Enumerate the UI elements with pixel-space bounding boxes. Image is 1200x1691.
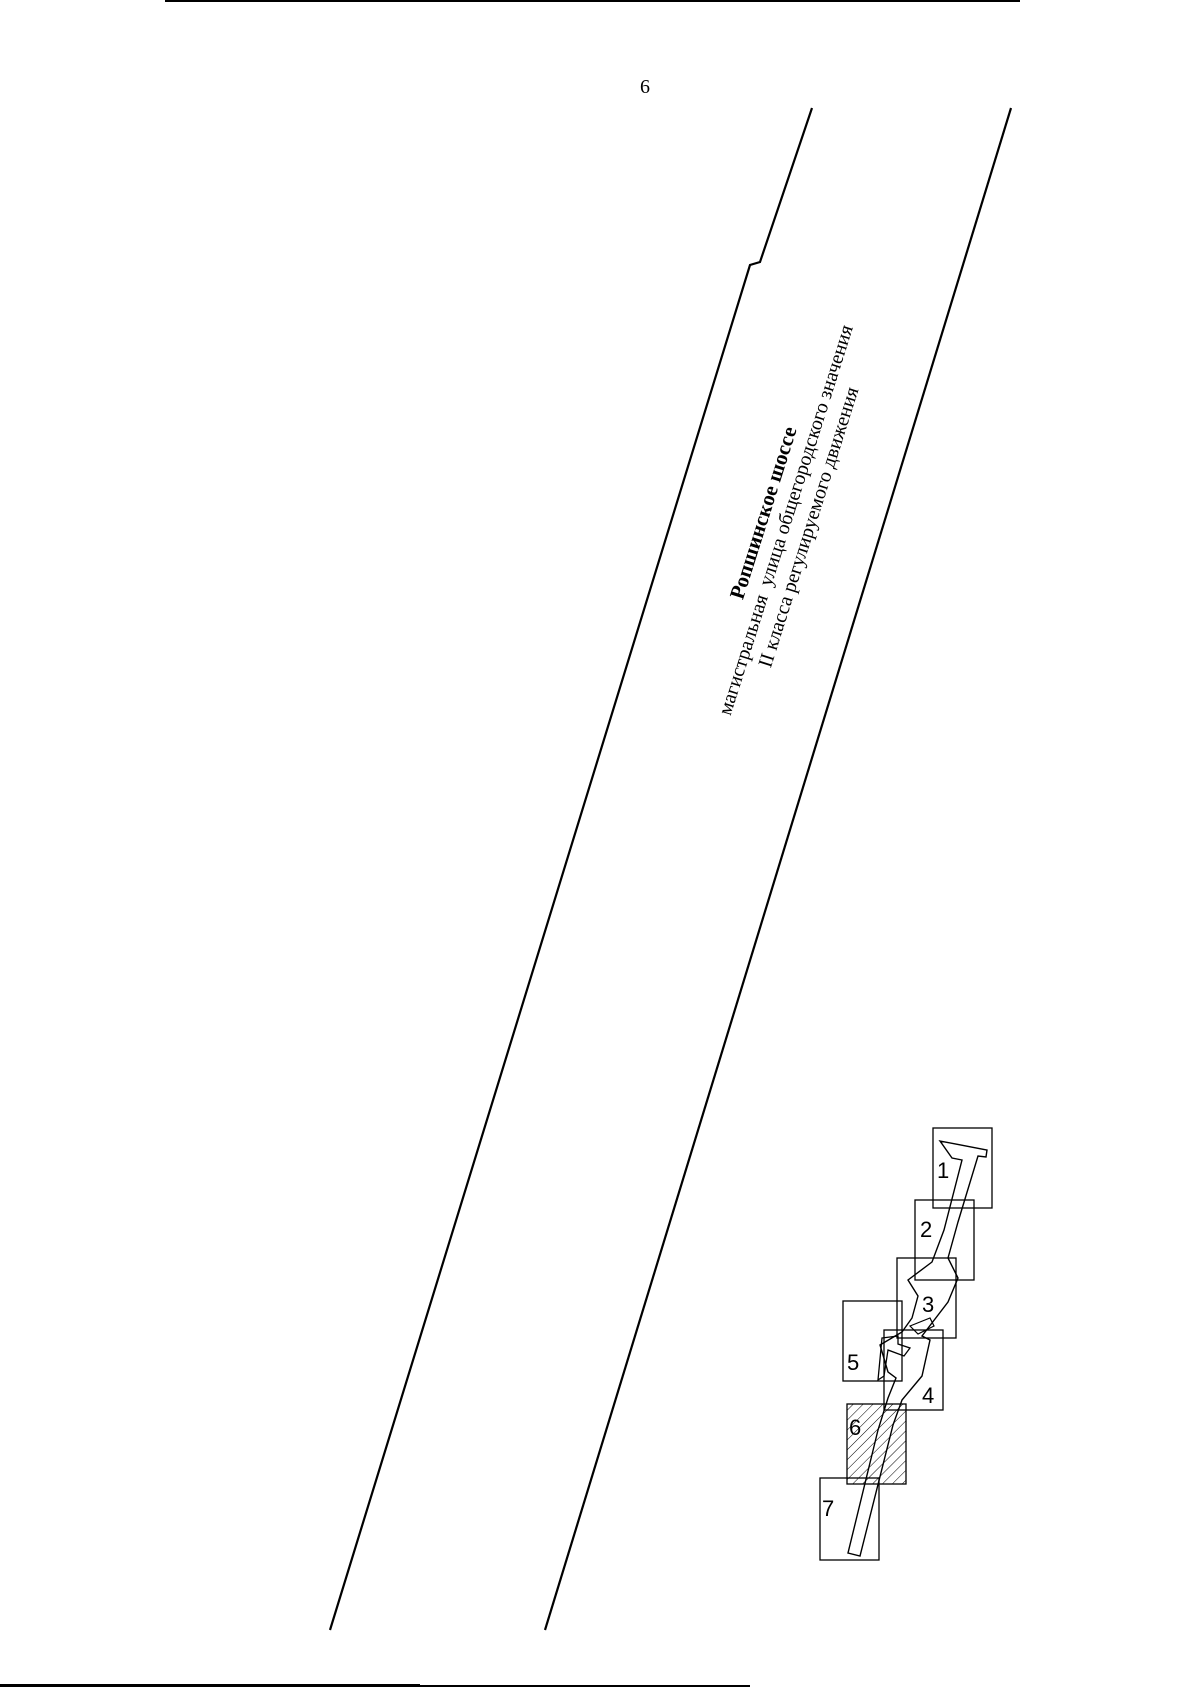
- key-sheet-label-2: 2: [920, 1217, 932, 1242]
- page-number: 6: [640, 76, 650, 98]
- bottom-scan-border-2: [420, 1685, 750, 1687]
- key-map-junction: [908, 1317, 935, 1335]
- key-sheet-label-4: 4: [922, 1383, 934, 1408]
- key-map-road-outline: [847, 1139, 988, 1557]
- road-edge-left: [328, 107, 814, 1631]
- key-sheet-label-5: 5: [847, 1350, 859, 1375]
- key-sheet-frame-5: [842, 1300, 903, 1382]
- top-scan-border: [165, 0, 1020, 2]
- key-sheet-frame-7: [819, 1477, 880, 1561]
- key-map: [819, 1127, 993, 1561]
- key-sheet-label-7: 7: [822, 1496, 834, 1521]
- key-sheet-label-3: 3: [922, 1292, 934, 1317]
- bottom-scan-border: [0, 1684, 420, 1687]
- key-sheet-label-6: 6: [849, 1415, 861, 1440]
- road-edge-right: [543, 107, 1013, 1631]
- key-sheet-frame-2: [914, 1199, 975, 1281]
- key-map-branch-road: [877, 1335, 912, 1382]
- key-sheet-label-1: 1: [937, 1158, 949, 1183]
